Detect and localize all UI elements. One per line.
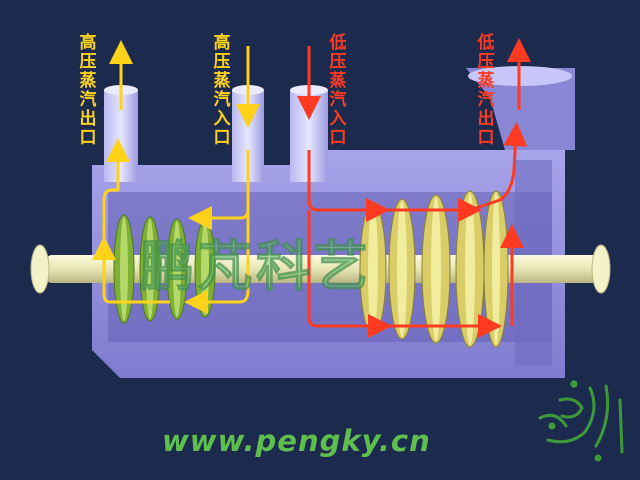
lp-flow-upper [307,150,390,222]
hp-steam-flow [92,40,260,314]
lp-blade-row-3 [421,194,451,344]
lp-blade-row-5 [483,190,509,348]
hp-flow-bottom [184,210,250,314]
lp-blade-row-2 [388,198,416,340]
lp-blade-row-1 [359,202,387,336]
calligraphy-logo-icon [538,380,624,462]
watermark-text: 鹏芃科艺 [140,235,372,299]
lp-inlet-label: 低压蒸汽入口 [329,33,347,148]
hp-blade-row-3 [166,218,188,320]
lp-steam-flow [297,38,531,338]
site-url: www.pengky.cn [162,424,431,458]
hp-blade-row-1 [113,214,135,324]
hp-flow-loop [92,236,170,304]
lp-flow-lower [307,210,392,338]
hp-outlet-label: 高压蒸汽出口 [79,33,97,148]
hp-blade-rows [113,214,216,324]
lp-outlet-label: 低压蒸汽出口 [477,33,495,148]
lp-flow-exhaust [469,122,528,212]
lp-blade-row-4 [455,190,485,348]
lp-blade-rows [359,190,509,348]
hp-flow-rise [102,138,130,240]
hp-inlet-label: 高压蒸汽入口 [213,33,231,148]
hp-blade-row-2 [139,216,161,322]
